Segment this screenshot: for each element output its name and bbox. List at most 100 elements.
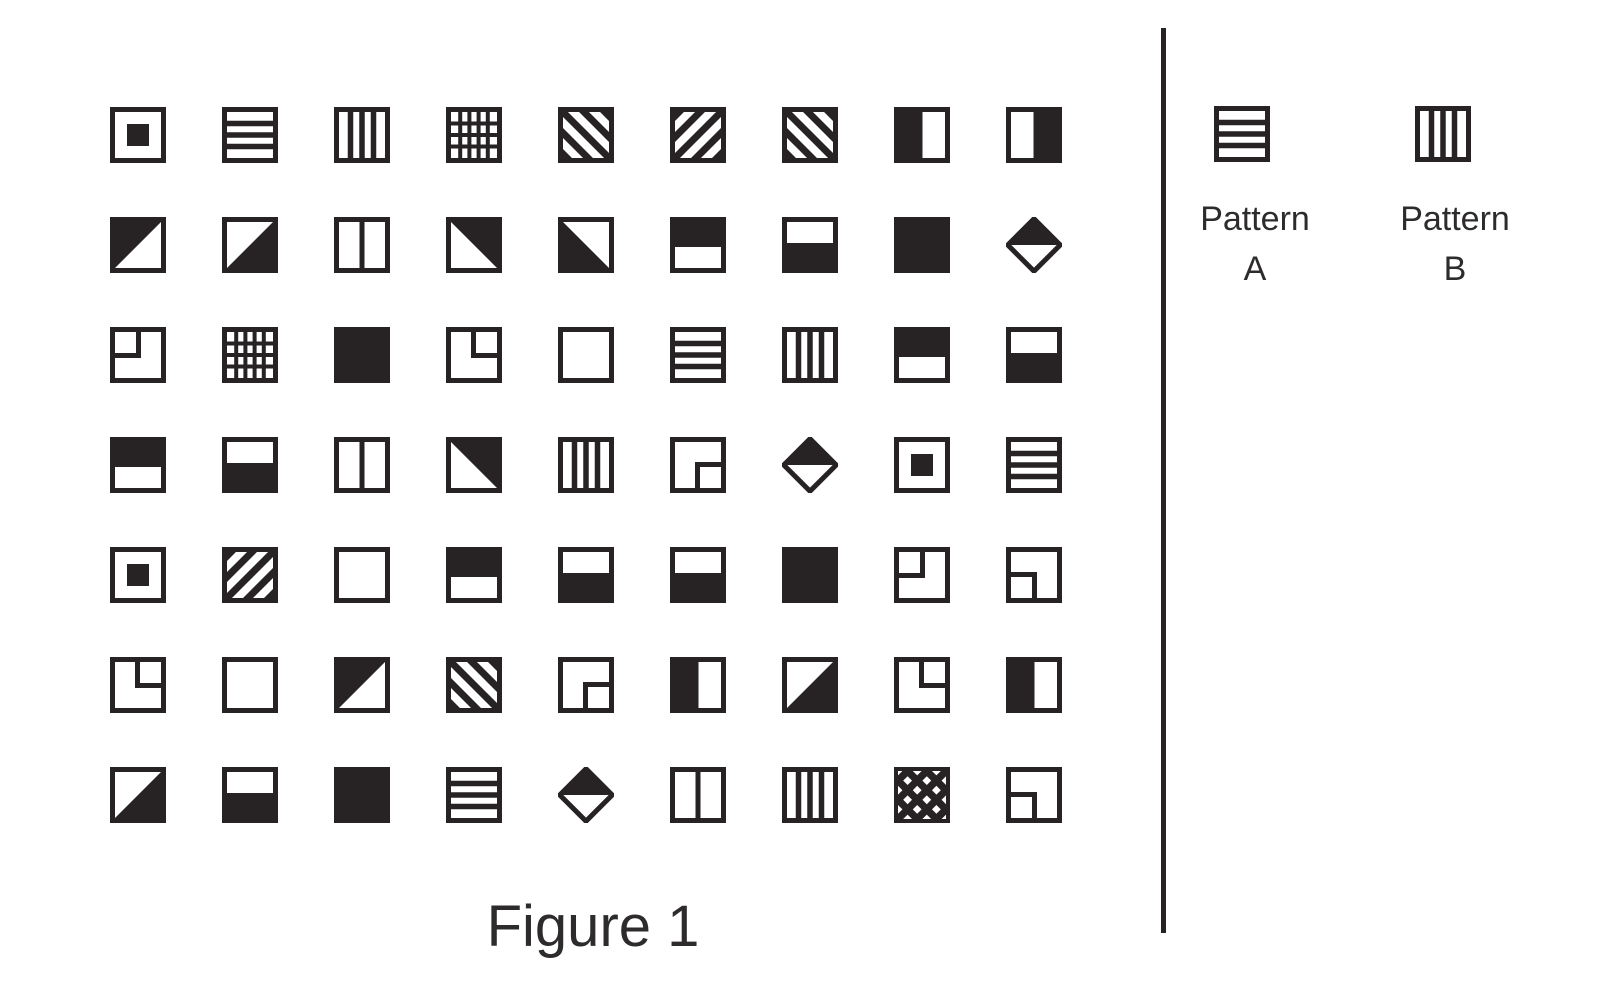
half-top-icon [446,547,502,603]
tri-upper-left-icon [110,217,166,273]
pattern-cell [894,107,950,163]
pattern-cell [782,657,838,713]
pattern-cell [558,657,614,713]
pattern-cell [558,107,614,163]
pattern-cell [110,547,166,603]
v-stripes-icon [782,767,838,823]
grid-mesh-icon [446,107,502,163]
divider-line [1161,28,1166,933]
pattern-cell [334,107,390,163]
pattern-cell [782,767,838,823]
pattern-cell [894,217,950,273]
pattern-cell [110,217,166,273]
pattern-cell [110,657,166,713]
square-in-square-icon [110,547,166,603]
pattern-cell [1006,107,1062,163]
pattern-cell [670,767,726,823]
pattern-cell [558,767,614,823]
pattern-cell [894,327,950,383]
pattern-b-swatch [1415,106,1471,162]
v-stripes-icon [334,107,390,163]
half-top-icon [670,217,726,273]
corner-top-right-icon [446,327,502,383]
tri-upper-left-icon [334,657,390,713]
pattern-cell [334,217,390,273]
square-in-square-icon [110,107,166,163]
pattern-cell [446,657,502,713]
corner-top-right-icon [894,657,950,713]
pattern-b-label-line2: B [1443,250,1467,288]
pattern-cell [558,437,614,493]
half-bottom-icon [222,437,278,493]
h-stripes-icon [222,107,278,163]
pattern-cell [222,547,278,603]
pattern-a-swatch [1214,106,1270,162]
pattern-cell [1006,437,1062,493]
pattern-cell [558,547,614,603]
corner-bottom-right-icon [670,437,726,493]
empty-icon [222,657,278,713]
pattern-cell [1006,657,1062,713]
pattern-cell [222,217,278,273]
pattern-b-label: Pattern B [1365,194,1545,294]
pattern-cell [670,547,726,603]
diag-slash-icon [670,107,726,163]
pattern-cell [782,547,838,603]
v-stripes-icon [558,437,614,493]
pattern-cell [782,327,838,383]
pattern-cell [334,657,390,713]
half-top-icon [110,437,166,493]
pattern-cell [894,767,950,823]
v-split-icon [334,437,390,493]
pattern-cell [446,437,502,493]
v-stripes-icon [1415,106,1471,162]
diamond-top-icon [558,767,614,823]
pattern-cell [894,657,950,713]
corner-top-left-icon [894,547,950,603]
solid-icon [334,767,390,823]
diamond-top-icon [1006,217,1062,273]
diamond-top-icon [782,437,838,493]
pattern-cell [334,767,390,823]
pattern-cell [670,437,726,493]
half-bottom-icon [558,547,614,603]
half-left-icon [670,657,726,713]
pattern-a-label-line1: Pattern [1200,200,1310,238]
half-bottom-icon [1006,327,1062,383]
solid-icon [782,547,838,603]
solid-icon [334,327,390,383]
pattern-cell [334,327,390,383]
square-in-square-icon [894,437,950,493]
empty-icon [334,547,390,603]
half-bottom-icon [670,547,726,603]
half-top-icon [894,327,950,383]
pattern-cell [558,327,614,383]
pattern-cell [222,767,278,823]
pattern-cell [782,217,838,273]
pattern-cell [110,327,166,383]
pattern-cell [1006,547,1062,603]
pattern-cell [446,107,502,163]
tri-upper-right-icon [446,217,502,273]
v-split-icon [334,217,390,273]
pattern-cell [446,547,502,603]
pattern-cell [222,327,278,383]
pattern-cell [1006,217,1062,273]
h-stripes-icon [1006,437,1062,493]
pattern-cell [446,217,502,273]
half-left-icon [894,107,950,163]
corner-top-left-icon [110,327,166,383]
corner-top-right-icon [110,657,166,713]
diag-slash-icon [222,547,278,603]
pattern-cell [782,437,838,493]
pattern-cell [110,107,166,163]
pattern-cell [222,437,278,493]
diag-backslash-icon [446,657,502,713]
grid-mesh-icon [222,327,278,383]
lattice-icon [894,767,950,823]
pattern-cell [670,327,726,383]
solid-icon [894,217,950,273]
half-left-icon [1006,657,1062,713]
corner-bottom-left-icon [1006,547,1062,603]
